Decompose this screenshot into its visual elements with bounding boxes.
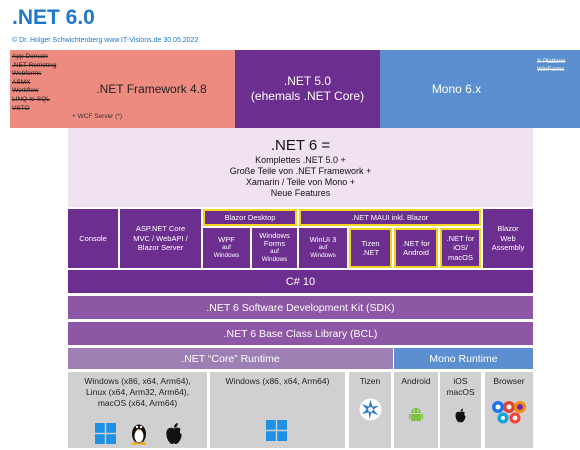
app-aspnet-line: MVC / WebAPI / bbox=[133, 233, 188, 243]
mono-box: Mono 6.x bbox=[380, 50, 533, 128]
platform-line: Windows (x86, x64, Arm64), bbox=[84, 376, 191, 386]
net6-line: Große Teile von .NET Framework + bbox=[229, 165, 372, 176]
maui-label: .NET MAUI inkl. Blazor bbox=[351, 212, 429, 222]
platform-ios-line: iOS bbox=[453, 376, 468, 386]
platform-ios-text: iOS macOS bbox=[440, 376, 481, 398]
mono-runtime-label: Mono Runtime bbox=[429, 352, 498, 365]
app-ios-line: iOS/ bbox=[453, 243, 468, 253]
platform-android-label: Android bbox=[401, 376, 431, 386]
app-ios-line: macOS bbox=[447, 252, 473, 262]
linux-tux-icon bbox=[131, 424, 147, 445]
bcl-layer: .NET 6 Base Class Library (BCL) bbox=[68, 322, 533, 345]
net6-line: Xamarin / Teile von Mono + bbox=[245, 176, 356, 187]
app-aspnet-line: ASP.NET Core bbox=[135, 224, 186, 234]
app-blazor-wasm: Blazor Web Assembly bbox=[483, 209, 533, 268]
app-aspnet-core: ASP.NET Core MVC / WebAPI / Blazor Serve… bbox=[120, 209, 201, 268]
legacy-item: ASMX bbox=[12, 78, 31, 86]
app-wpf: WPF auf Windows bbox=[203, 228, 250, 268]
csharp-label: C# 10 bbox=[285, 275, 316, 288]
credit-line: © Dr. Holger Schwichtenberg www.IT-Visio… bbox=[12, 37, 199, 44]
apple-icon bbox=[166, 422, 182, 445]
app-winforms-line: Windows bbox=[261, 256, 288, 263]
net-framework-label: .NET Framework 4.8 bbox=[96, 82, 207, 96]
legacy-technologies: App Domain .NET Remoting Webforms ASMX W… bbox=[10, 50, 68, 128]
app-ios-line: .NET for bbox=[446, 233, 475, 243]
net6-heading: .NET 6 = bbox=[270, 136, 331, 154]
sdk-label: .NET 6 Software Development Kit (SDK) bbox=[206, 301, 395, 314]
browser-logos-icon bbox=[492, 401, 526, 424]
windows-icon bbox=[266, 420, 287, 441]
app-tizen-line: .NET bbox=[361, 248, 380, 257]
app-ios: .NET for iOS/ macOS bbox=[440, 228, 481, 268]
xplatform-item: X-Platform bbox=[537, 59, 566, 65]
platform-ios: iOS macOS bbox=[440, 372, 481, 448]
app-wpf-line: Windows bbox=[213, 252, 240, 259]
net5-title: .NET 5.0 bbox=[283, 74, 332, 88]
platform-core-multi: Windows (x86, x64, Arm64), Linux (x64, A… bbox=[68, 372, 207, 448]
net-framework-box: .NET Framework 4.8 bbox=[68, 50, 235, 128]
net-core-runtime: .NET “Core” Runtime bbox=[68, 348, 393, 369]
app-tizen: Tizen .NET bbox=[349, 228, 392, 268]
apple-icon bbox=[455, 408, 466, 423]
app-winui-line: auf bbox=[318, 244, 328, 251]
tizen-icon bbox=[359, 398, 382, 421]
app-winui-line: WinUI 3 bbox=[309, 235, 337, 244]
blazor-desktop-bar: Blazor Desktop bbox=[203, 209, 297, 226]
app-console-label: Console bbox=[79, 233, 107, 243]
net5-subtitle: (ehemals .NET Core) bbox=[250, 89, 365, 103]
android-icon bbox=[409, 408, 423, 421]
app-winforms-line: Windows bbox=[259, 231, 290, 240]
app-android-line: Android bbox=[403, 248, 429, 257]
net-core-runtime-label: .NET “Core” Runtime bbox=[181, 352, 280, 365]
app-blazor-wasm-line: Assembly bbox=[491, 243, 525, 253]
app-winforms: Windows Forms auf Windows bbox=[252, 228, 297, 268]
xplatform-item: WinForms bbox=[537, 67, 565, 73]
legacy-item: App Domain bbox=[12, 53, 48, 60]
net6-definition-box: .NET 6 = Komplettes .NET 5.0 + Große Tei… bbox=[68, 128, 533, 207]
legacy-item: LINQ-to-SQL bbox=[12, 95, 50, 103]
platform-line: macOS (x64, Arm64) bbox=[97, 398, 178, 408]
app-tizen-line: Tizen bbox=[361, 238, 380, 248]
net6-line: Komplettes .NET 5.0 + bbox=[255, 154, 346, 165]
platform-tizen: Tizen bbox=[349, 372, 391, 448]
app-wpf-line: WPF bbox=[218, 235, 235, 244]
csharp-layer: C# 10 bbox=[68, 270, 533, 293]
app-android-line: .NET for bbox=[402, 238, 430, 248]
wcf-note: + WCF Server (*) bbox=[72, 113, 123, 120]
sdk-layer: .NET 6 Software Development Kit (SDK) bbox=[68, 296, 533, 319]
xplatform-box: X-Platform WinForms bbox=[533, 50, 580, 128]
platform-browser: Browser bbox=[485, 372, 533, 448]
legacy-item: Workflow bbox=[12, 87, 39, 95]
platform-core-windows-label: Windows (x86, x64, Arm64) bbox=[225, 376, 330, 386]
platform-ios-line: macOS bbox=[446, 387, 475, 397]
app-blazor-wasm-line: Web bbox=[500, 233, 516, 243]
platform-browser-label: Browser bbox=[493, 376, 525, 386]
app-winui3: WinUI 3 auf Windows bbox=[299, 228, 347, 268]
platform-line: Linux (x64, Arm32, Arm64), bbox=[86, 387, 189, 397]
app-android: .NET for Android bbox=[394, 228, 438, 268]
blazor-desktop-label: Blazor Desktop bbox=[224, 212, 276, 222]
platform-core-windows: Windows (x86, x64, Arm64) bbox=[210, 372, 345, 448]
net6-line: Neue Features bbox=[270, 187, 331, 198]
app-winforms-line: auf bbox=[270, 248, 279, 255]
legacy-item: VSTO bbox=[12, 104, 30, 112]
mono-label: Mono 6.x bbox=[431, 82, 482, 96]
legacy-item: Webforms bbox=[12, 70, 42, 78]
platform-tizen-label: Tizen bbox=[359, 376, 381, 386]
maui-bar: .NET MAUI inkl. Blazor bbox=[299, 209, 481, 226]
mono-runtime: Mono Runtime bbox=[394, 348, 533, 369]
app-blazor-wasm-line: Blazor bbox=[497, 224, 519, 234]
windows-icon bbox=[95, 423, 116, 444]
app-wpf-line: auf bbox=[222, 244, 231, 251]
app-winforms-line: Forms bbox=[263, 239, 286, 248]
platform-core-multi-text: Windows (x86, x64, Arm64), Linux (x64, A… bbox=[68, 376, 207, 409]
app-winui-line: Windows bbox=[310, 252, 336, 259]
app-aspnet-line: Blazor Server bbox=[137, 243, 184, 253]
net5-box: .NET 5.0 (ehemals .NET Core) bbox=[235, 50, 380, 128]
bcl-label: .NET 6 Base Class Library (BCL) bbox=[223, 327, 378, 340]
app-console: Console bbox=[68, 209, 118, 268]
platform-android: Android bbox=[394, 372, 438, 448]
page-title: .NET 6.0 bbox=[12, 6, 95, 29]
legacy-item: .NET Remoting bbox=[12, 61, 57, 69]
